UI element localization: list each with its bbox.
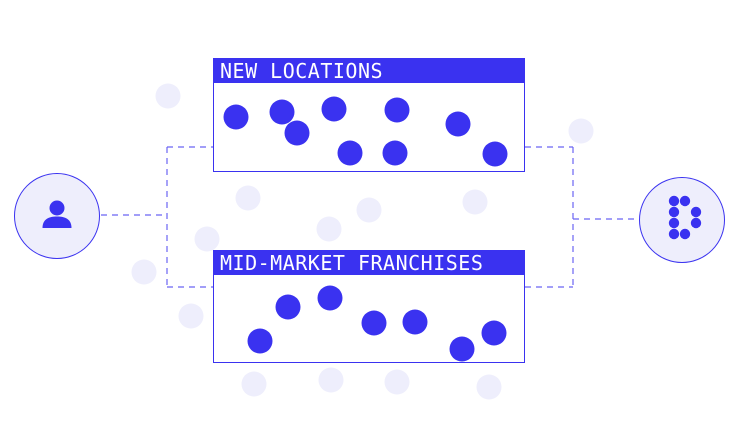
franchise-dot: [247, 328, 273, 354]
background-dot: [318, 367, 344, 393]
franchise-dot: [402, 309, 428, 335]
background-dot: [194, 226, 220, 252]
brand-node: [639, 177, 725, 263]
background-dot: [155, 83, 181, 109]
background-dot: [235, 185, 261, 211]
connector-lines: [101, 146, 639, 288]
franchise-dot: [361, 310, 387, 336]
background-dots: [131, 83, 594, 400]
mid-market-title: MID-MARKET FRANCHISES: [214, 251, 524, 275]
location-dot: [269, 99, 295, 125]
new-locations-dots: [223, 96, 508, 167]
new-locations-title: NEW LOCATIONS: [214, 59, 524, 83]
background-dot: [568, 118, 594, 144]
location-dot: [382, 140, 408, 166]
franchise-dot: [481, 320, 507, 346]
location-dot: [223, 104, 249, 130]
background-dot: [316, 216, 342, 242]
mid-market-dots: [247, 285, 507, 362]
location-dot: [321, 96, 347, 122]
new-locations-panel: NEW LOCATIONS: [213, 58, 525, 172]
background-dot: [241, 371, 267, 397]
location-dot: [284, 120, 310, 146]
user-icon: [42, 200, 71, 228]
franchise-dot: [275, 294, 301, 320]
franchise-dot: [449, 336, 475, 362]
location-dot: [384, 97, 410, 123]
background-dot: [384, 369, 410, 395]
location-dot: [445, 111, 471, 137]
background-dot: [178, 303, 204, 329]
background-dot: [462, 189, 488, 215]
background-dot: [356, 197, 382, 223]
background-dot: [131, 259, 157, 285]
location-dot: [337, 140, 363, 166]
user-node: [14, 173, 100, 259]
brand-logo-icon: [668, 195, 701, 239]
franchise-dot: [317, 285, 343, 311]
background-dot: [476, 374, 502, 400]
location-dot: [482, 141, 508, 167]
mid-market-panel: MID-MARKET FRANCHISES: [213, 250, 525, 363]
